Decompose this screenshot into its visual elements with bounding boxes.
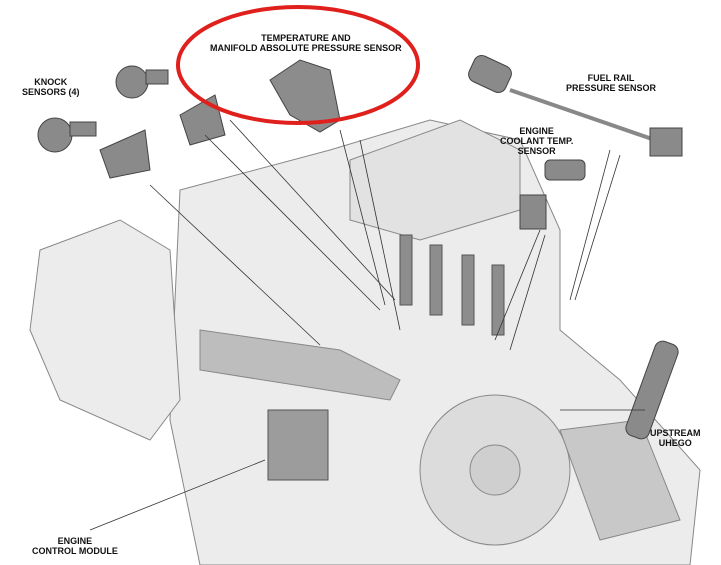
label-tmap-sensor: TEMPERATURE AND MANIFOLD ABSOLUTE PRESSU… [210, 33, 402, 53]
ecm-part [267, 409, 329, 481]
uhego-sensor-part [625, 340, 679, 440]
label-ect-sensor: ENGINE COOLANT TEMP. SENSOR [500, 126, 573, 156]
label-line: UPSTREAM [650, 428, 701, 438]
label-line: MANIFOLD ABSOLUTE PRESSURE SENSOR [210, 43, 402, 53]
label-ecm: ENGINE CONTROL MODULE [32, 536, 118, 556]
ignition-coils [399, 234, 505, 336]
label-fuel-rail-sensor: FUEL RAIL PRESSURE SENSOR [566, 73, 656, 93]
label-line: TEMPERATURE AND [261, 33, 351, 43]
ect-sensor-part [519, 159, 586, 230]
highlight-ellipse [176, 5, 420, 125]
label-line: SENSORS (4) [22, 87, 80, 97]
label-line: UHEGO [658, 438, 692, 448]
label-line: COOLANT TEMP. [500, 136, 574, 146]
label-line: FUEL RAIL [587, 73, 635, 83]
fuel-rail-sensor-part [468, 54, 683, 157]
label-knock-sensors: KNOCK SENSORS (4) [22, 77, 80, 97]
label-uhego: UPSTREAM UHEGO [650, 428, 701, 448]
label-line: KNOCK [34, 77, 68, 87]
label-line: ENGINE [57, 536, 93, 546]
engine-block [29, 119, 701, 565]
leader-lines [89, 119, 645, 531]
label-line: CONTROL MODULE [32, 546, 118, 556]
label-line: SENSOR [517, 146, 556, 156]
label-line: ENGINE [519, 126, 554, 136]
label-line: PRESSURE SENSOR [566, 83, 657, 93]
